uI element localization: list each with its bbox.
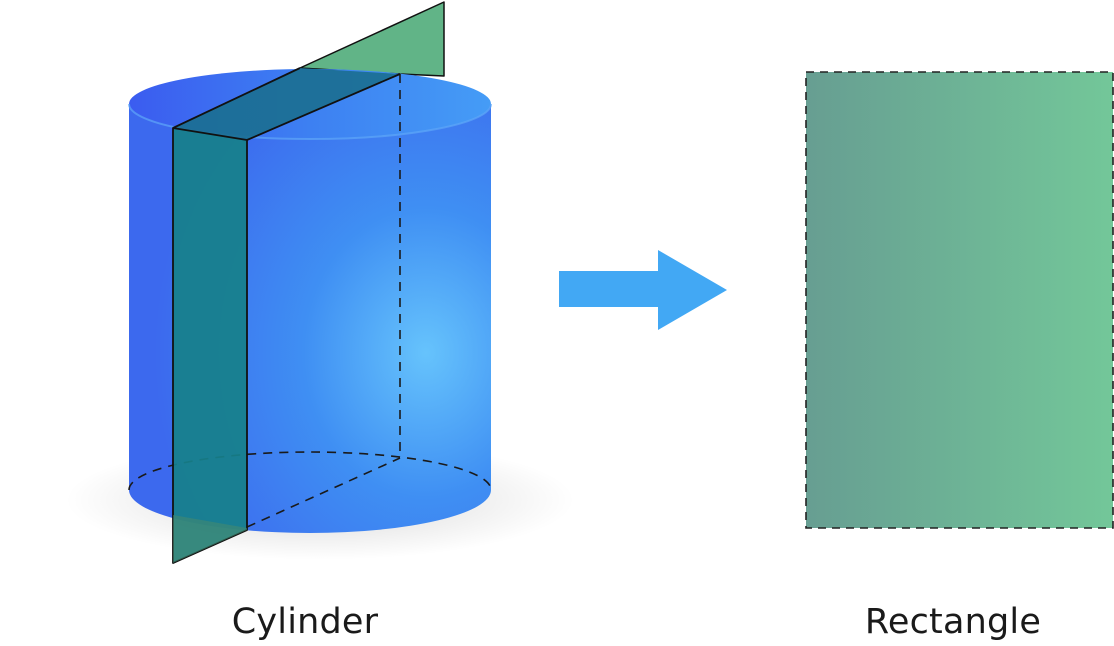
right-arrow-icon <box>559 250 727 330</box>
cutting-plane-back <box>299 1 445 77</box>
cylinder-label: Cylinder <box>231 602 379 642</box>
cylinder-top-rim-highlight <box>128 103 492 140</box>
rectangle-label: Rectangle <box>864 602 1042 642</box>
rectangle-shape <box>805 71 1114 529</box>
cross-section-face <box>173 68 400 140</box>
cross-section-hidden-bottom-edge <box>246 457 401 528</box>
cylinder-bottom-hidden-edge <box>128 451 492 491</box>
cutting-plane-bottom-flap <box>173 515 247 563</box>
cross-section-top-edge <box>246 73 401 141</box>
cutting-plane-front <box>172 127 248 564</box>
cutting-plane-top-edge <box>172 67 301 129</box>
